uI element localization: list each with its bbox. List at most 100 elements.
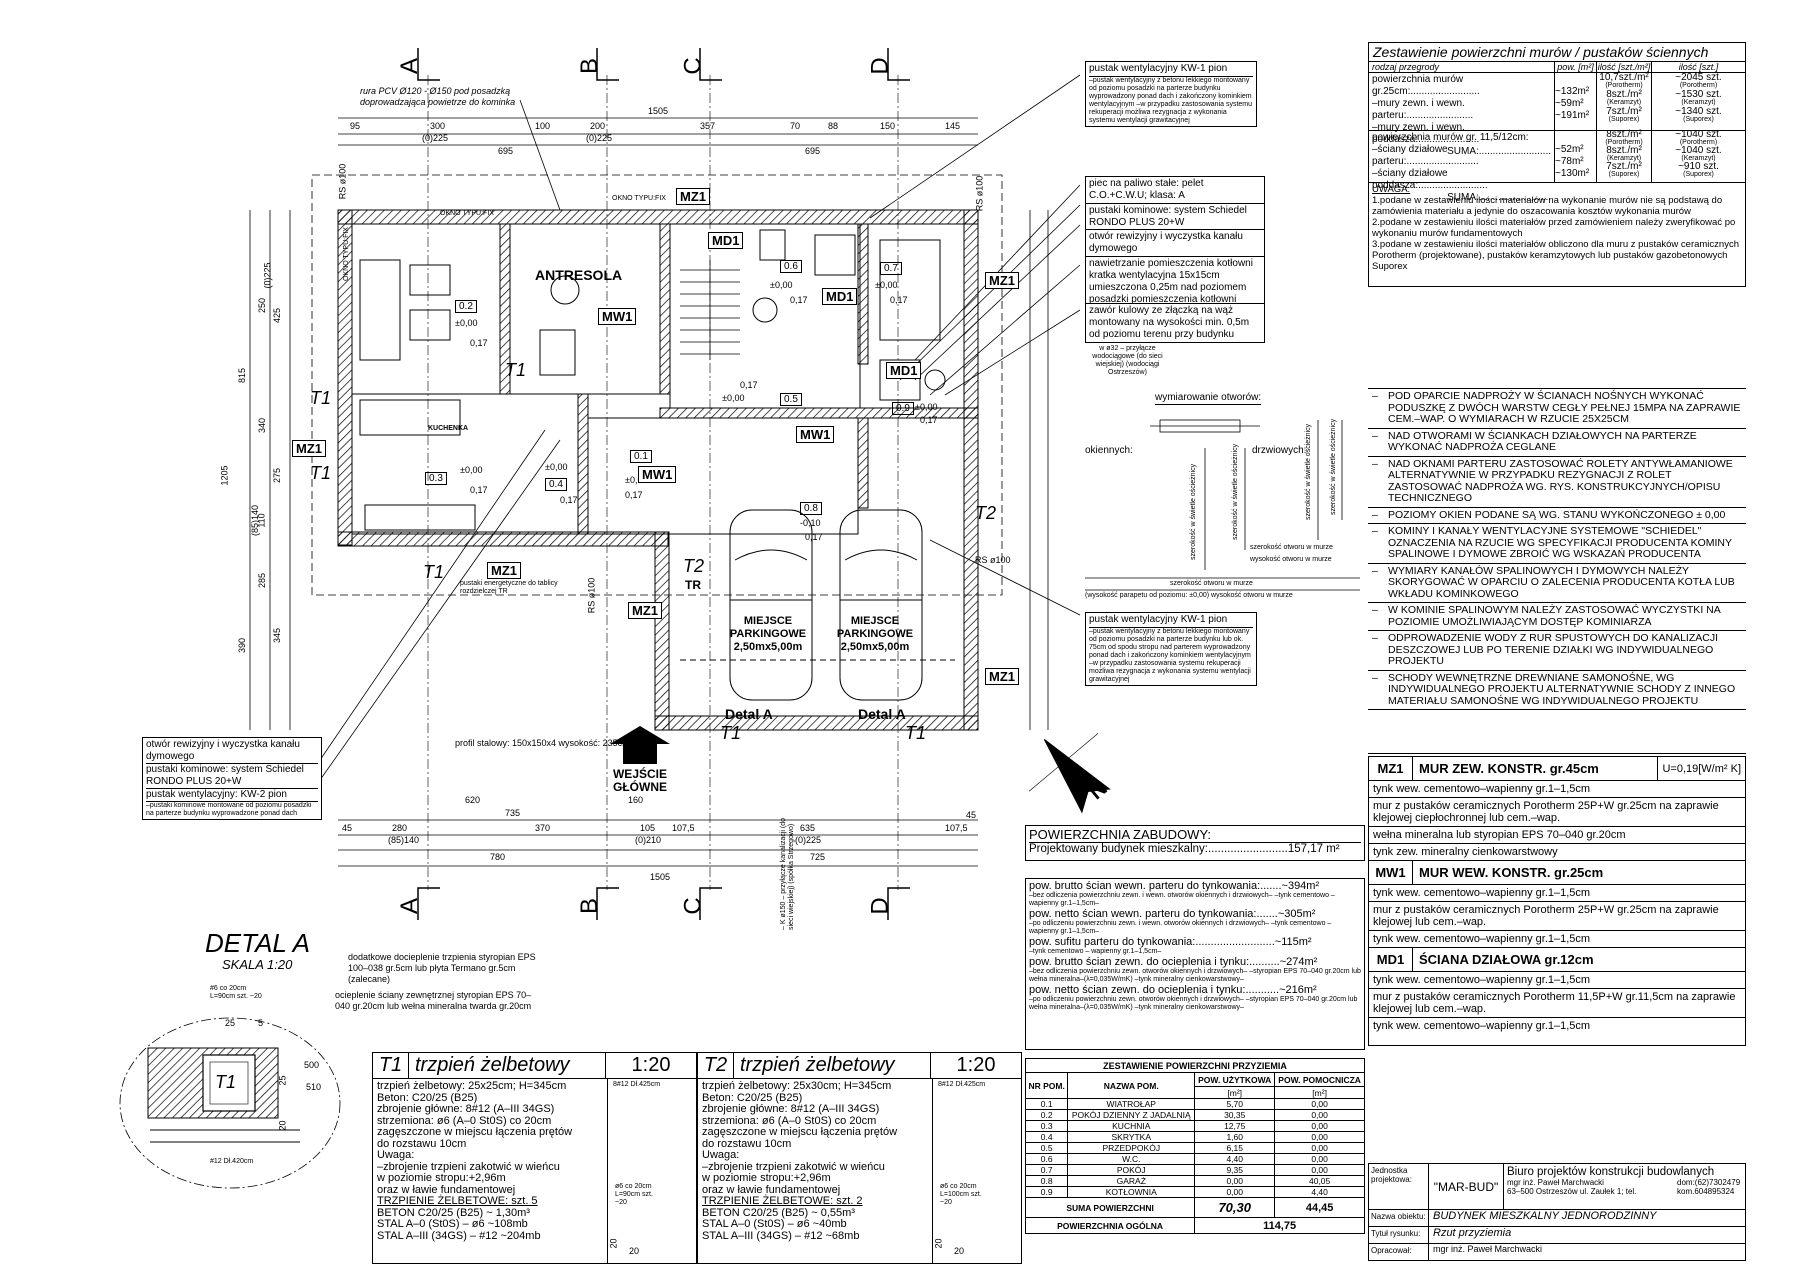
dim-left-0: 250 [257,297,268,314]
walls-table-title: Zestawienie powierzchni murów / pustaków… [1369,43,1745,62]
footprint-title: POWIERZCHNIA ZABUDOWY: [1029,827,1361,843]
dim-left-1: (0)225 [262,262,273,289]
dim-top-7: 70 [790,121,801,131]
wall-tag-mw1-c: MW1 [638,466,677,483]
pillar-t2-a: T2 [683,556,705,576]
dim-left-2: 425 [272,307,283,324]
wall-tag-mz1-br: MZ1 [985,668,1019,685]
room-level-09: ±0,00 [915,402,938,412]
dim-left-11: 390 [237,637,248,654]
room-tag-01: 0.1 [630,450,652,463]
dim-top-5: (0)225 [586,133,613,143]
dim-bottom-1: 280 [392,823,408,833]
walls-group-12: powierzchnia murów gr. 11,5/12cm: –ścian… [1369,130,1745,203]
pillar-t1-a: T1 [505,360,527,380]
dim-top-6: 357 [700,121,716,131]
detail-a-rebar: #6 co 20cm L=90cm szt. ~20 [210,985,262,1000]
wall-tag-mz1-bottom: MZ1 [487,562,521,579]
pillar-t1-c: T1 [310,463,332,483]
room-sub-09: 0,17 [920,415,938,425]
openings-l4: (wysokość parapetu od poziomu: ±0,00) wy… [1085,592,1293,599]
sewer-connection-note: – K ø150 – przyłącze kanalizacji (do sie… [780,817,795,930]
kitchen-stove-label: KUCHENKA [428,425,469,432]
room-level-04: ±0,00 [545,462,568,472]
dim-bottom-10: 45 [966,810,977,820]
room-sub-05: 0,17 [740,380,758,390]
detail-a-bar: #12 Dł.420cm [210,1158,254,1165]
dim-left-7: (85)140 [250,504,261,537]
dim-top-sub-0: 695 [498,146,514,156]
axis-label-bottom-b: B [576,897,604,915]
dim-top-9: 150 [880,121,896,131]
pillar-t1-spec: T1 trzpień żelbetowy 1:20 trzpień żelbet… [372,1052,697,1264]
openings-window-label: okiennych: [1085,445,1133,456]
pillar-t1-e: T1 [720,723,742,743]
rs-label-left: RS ø100 [337,163,348,200]
dim-bottom-3: 370 [535,823,551,833]
openings-l2: wysokość otworu w murze [1250,556,1332,563]
callout-kw1-bottom: pustak wentylacyjny KW-1 pion –pustak we… [1085,612,1257,686]
wall-tag-md1-c: MD1 [886,362,922,379]
dim-bottom-0: 45 [342,823,353,833]
steel-profile-note: profil stalowy: 150x150x4 wysokość: 235c… [455,738,630,748]
room-sub-02: 0,17 [470,338,488,348]
room-tag-05: 0.5 [780,393,802,406]
dim-bottom-6: 107,5 [672,823,695,833]
pillar-t1-b: T1 [310,388,332,408]
room-level-03: ±0,00 [460,465,483,475]
axis-label-bottom-c: C [679,897,707,915]
openings-l3: szerokość otworu w murze [1170,580,1253,587]
room-level-05: ±0,00 [722,393,745,403]
wall-tag-mz1-right: MZ1 [985,272,1019,289]
room-sub-03: 0,17 [470,485,488,495]
general-notes: –POD OPARCIE NADPROŻY W ŚCIANACH NOŚNYCH… [1368,388,1746,754]
axis-label-top-c: C [679,57,707,75]
detail-a-d1: 25 [225,1018,236,1028]
callout-kw1-top: pustak wentylacyjny KW-1 pion –pustak we… [1085,61,1257,127]
openings-l1: szerokość otworu w murze [1250,544,1333,551]
room-tag-06: 0.6 [780,260,802,273]
note-8: –SCHODY WEWNĘTRZNE DREWNIANE SAMONOŚNE, … [1368,671,1746,710]
room-level-01: ±0,00 [625,475,648,485]
callout-cleanout: otwór rewizyjny i wyczystka kanału dymow… [1085,229,1265,257]
callout-chimney: pustaki kominowe: system Schiedel RONDO … [1085,203,1265,231]
axis-label-top-b: B [576,57,604,75]
dim-bottom-total: 1505 [650,872,671,882]
axis-label-bottom-a: A [396,897,424,915]
room-tag-07: 0.7 [880,262,902,275]
pillar-t2-b: T2 [975,503,997,523]
openings-title: wymiarowanie otworów: [1155,392,1262,405]
dim-left-3: 815 [237,367,248,384]
room-tag-08: 0.8 [800,502,822,515]
dim-left-8: 1205 [219,465,230,486]
dim-bottom-sub-4: 725 [810,852,826,862]
callout-left-chimney: otwór rewizyjny i wyczystka kanału dymow… [142,737,322,820]
rooms-sum-row: SUMA POWIERZCHNI 70,30 44,45 [1024,1197,1365,1218]
drawing-title: Rzut przyziemia [1433,1227,1512,1239]
note-0: –POD OPARCIE NADPROŻY W ŚCIANACH NOŚNYCH… [1368,389,1746,429]
dim-bottom-5: (0)210 [635,835,662,845]
wall-tag-mw1-b: MW1 [796,426,835,443]
dim-top-sub-1: 695 [805,146,821,156]
window-type-2: OKNO TYPU:FIX [612,195,666,202]
wall-materials: MZ1 MUR ZEW. KONSTR. gr.45cm U=0,19[W/m²… [1368,756,1746,1046]
detail-a-scale: SKALA 1:20 [222,957,293,972]
note-3: –POZIOMY OKIEN PODANE SĄ WG. STANU WYKOŃ… [1368,508,1746,524]
dim-bottom-sub-0: 620 [465,795,481,805]
room-level-02: ±0,00 [455,318,478,328]
author: mgr inż. Paweł Marchwacki [1433,1244,1543,1254]
dim-bottom-sub-2: 160 [628,795,644,805]
detail-a-d2: 5 [258,1018,264,1028]
room-tag-03: 0.3 [425,472,447,485]
openings-door-label: drzwiowych: [1252,445,1307,456]
company-logo: "MAR-BUD" [1429,1164,1504,1209]
dim-left-4: 340 [257,417,268,434]
room-sub-06: 0,17 [790,295,808,305]
note-4: –KOMINY I KANAŁY WENTYLACYJNE SYSTEMOWE … [1368,524,1746,564]
window-type-3: OKNO TYPU:FIX [342,227,350,281]
dim-top-4: 200 [590,121,606,131]
